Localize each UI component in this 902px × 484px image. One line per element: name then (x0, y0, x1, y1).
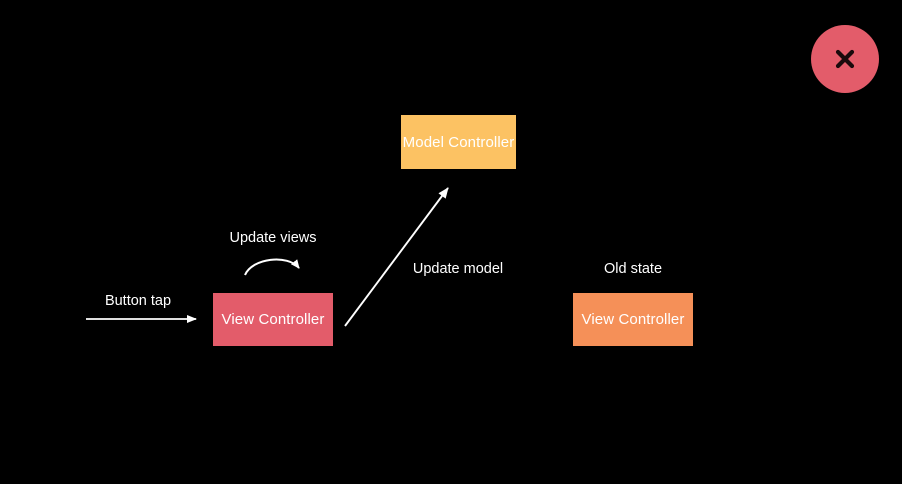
close-button[interactable] (811, 25, 879, 93)
node-view-controller-old[interactable]: View Controller (573, 293, 693, 346)
node-model-controller-label: Model Controller (402, 133, 515, 151)
edge-label-update-model: Update model (412, 261, 504, 277)
node-view-controller-old-label: View Controller (581, 311, 685, 328)
close-x-icon (835, 49, 855, 69)
arrow-update-views (244, 258, 300, 276)
node-view-controller-new[interactable]: View Controller (213, 293, 333, 346)
arrow-update-model (344, 187, 449, 327)
edge-label-button-tap: Button tap (104, 293, 172, 309)
node-view-controller-new-label: View Controller (221, 311, 325, 328)
annotation-label-old-state: Old state (603, 261, 663, 277)
edge-label-update-views: Update views (229, 230, 317, 246)
node-model-controller[interactable]: Model Controller (401, 115, 516, 169)
